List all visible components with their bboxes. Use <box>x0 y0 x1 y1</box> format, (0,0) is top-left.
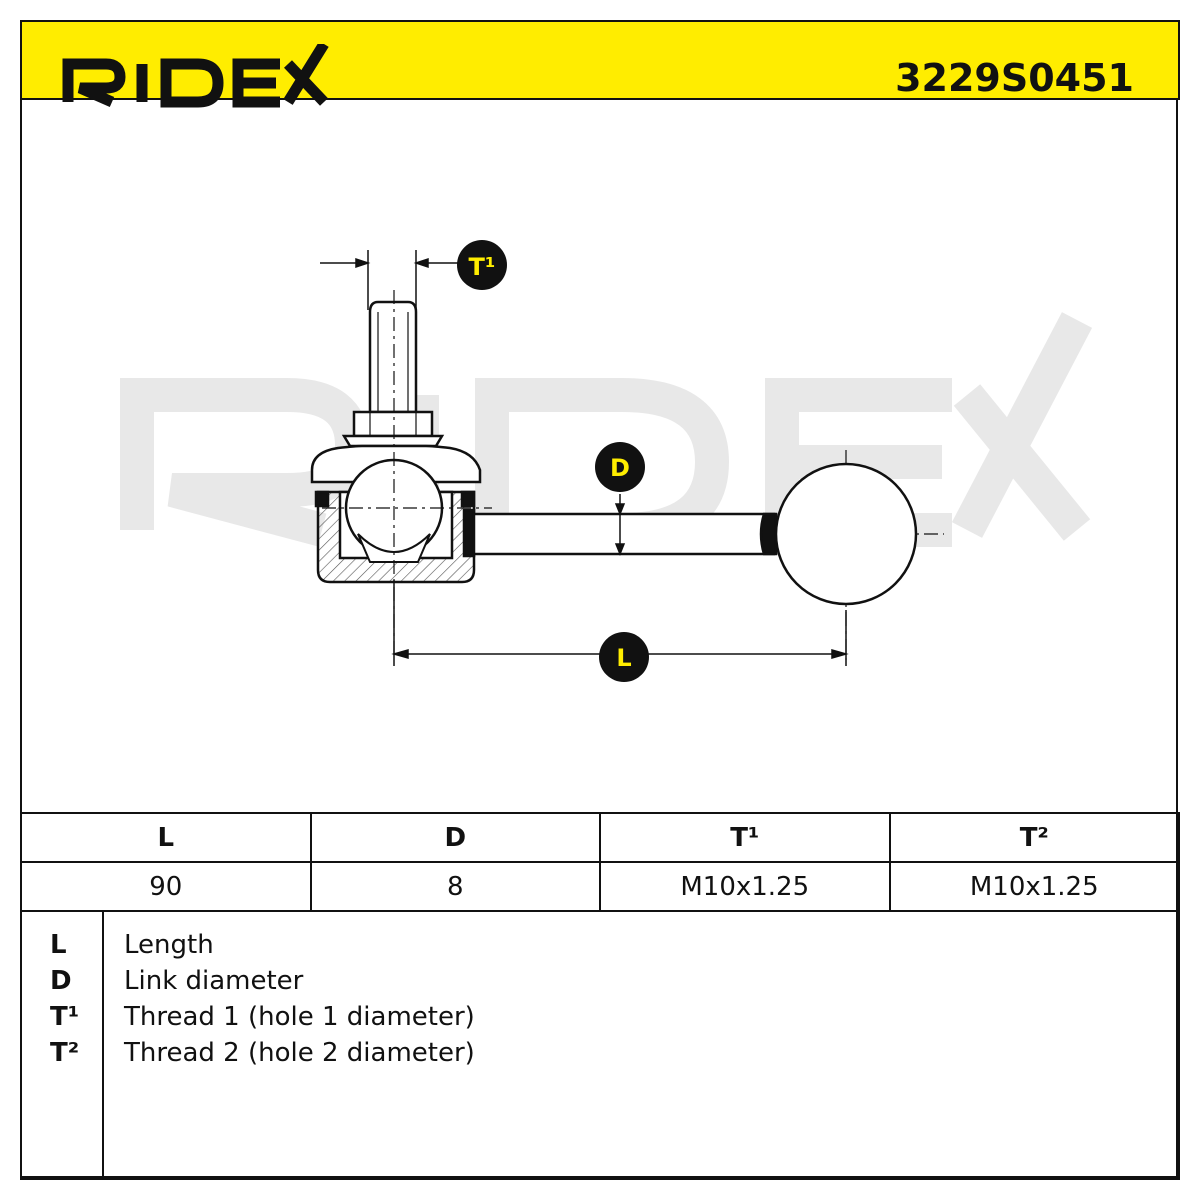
legend-item: D Link diameter <box>22 966 1172 1002</box>
callout-d-label: D <box>610 454 630 482</box>
spec-table: L D T¹ T² 90 8 M10x1.25 M10x1.25 <box>20 812 1180 912</box>
threaded-stud <box>341 300 445 448</box>
legend-key: T¹ <box>50 1002 80 1032</box>
legend-text: Link diameter <box>124 966 304 996</box>
link-rod <box>472 512 778 556</box>
legend-text: Length <box>124 930 214 960</box>
callout-l: L <box>599 632 649 682</box>
watermark-logo <box>120 312 1093 547</box>
spec-value-d: 8 <box>309 861 601 912</box>
ridex-logo <box>62 44 329 108</box>
spec-header-t1: T¹ <box>599 812 891 863</box>
callout-l-label: L <box>616 644 631 672</box>
callout-t1-label: T¹ <box>469 253 496 281</box>
legend-text: Thread 2 (hole 2 diameter) <box>124 1038 475 1068</box>
spec-header-t2: T² <box>888 812 1180 863</box>
spec-value-row: 90 8 M10x1.25 M10x1.25 <box>20 861 1180 912</box>
part-number: 3229S0451 <box>895 56 1134 100</box>
t1-dimension <box>320 250 462 310</box>
legend-key: T² <box>50 1038 80 1068</box>
legend-key: L <box>50 930 67 960</box>
spec-value-t1: M10x1.25 <box>599 861 891 912</box>
legend-divider <box>102 910 104 1178</box>
technical-drawing: T¹ D L <box>120 240 1093 682</box>
legend-item: T² Thread 2 (hole 2 diameter) <box>22 1038 1172 1074</box>
legend-item: L Length <box>22 930 1172 966</box>
d-dimension <box>614 494 626 557</box>
spec-header-l: L <box>20 812 312 863</box>
legend-text: Thread 1 (hole 1 diameter) <box>124 1002 475 1032</box>
header-bar: 3229S0451 <box>20 20 1180 108</box>
callout-d: D <box>595 442 645 492</box>
spec-value-l: 90 <box>20 861 312 912</box>
spec-header-row: L D T¹ T² <box>20 812 1180 863</box>
spec-header-d: D <box>309 812 601 863</box>
legend: L Length D Link diameter T¹ Thread 1 (ho… <box>20 910 1180 1180</box>
legend-key: D <box>50 966 72 996</box>
end-eye <box>774 462 918 606</box>
ball-joint-housing <box>310 444 482 584</box>
spec-value-t2: M10x1.25 <box>888 861 1180 912</box>
legend-item: T¹ Thread 1 (hole 1 diameter) <box>22 1002 1172 1038</box>
callout-t1: T¹ <box>457 240 507 290</box>
